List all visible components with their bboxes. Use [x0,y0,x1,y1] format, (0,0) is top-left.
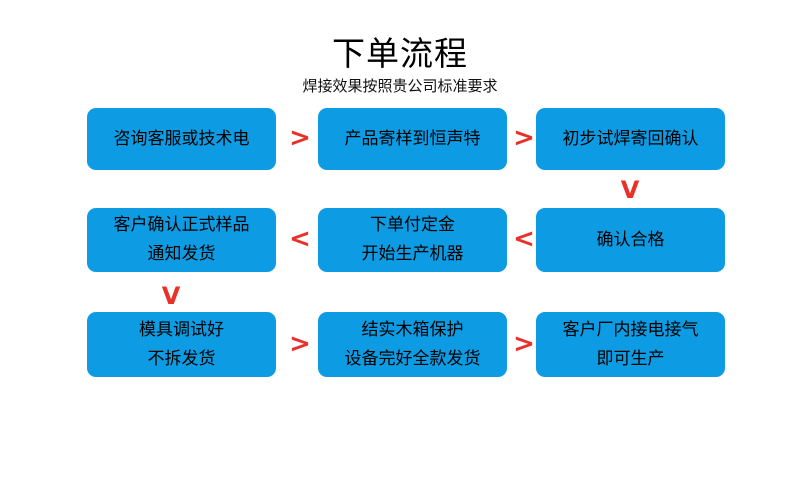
process-box-line: 客户确认正式样品 [113,215,250,235]
process-box-line: 模具调试好 [139,319,224,340]
process-box-send-sample[interactable]: 产品寄样到恒声特 [318,108,507,170]
process-box-line: 初步试焊寄回确认 [562,128,699,149]
process-box-line: 通知发货 [147,244,216,264]
process-box-order-deposit-production[interactable]: 下单付定金 开始生产机器 [318,208,507,272]
arrow-right-icon: > [513,329,535,359]
process-box-line: 客户厂内接电接气 [562,319,699,340]
page-subtitle: 焊接效果按照贵公司标准要求 [302,77,498,95]
process-box-line: 结实木箱保护 [361,319,464,340]
arrow-left-icon: < [513,224,535,254]
process-box-onsite-power-ready[interactable]: 客户厂内接电接气 即可生产 [536,312,725,377]
process-box-line: 确认合格 [596,229,665,250]
process-box-customer-confirm-sample[interactable]: 客户确认正式样品 通知发货 [87,208,276,272]
process-box-line: 设备完好全款发货 [344,348,481,369]
process-box-trial-weld-confirm[interactable]: 初步试焊寄回确认 [536,108,725,170]
process-box-consult-service[interactable]: 咨询客服或技术电 [87,108,276,170]
process-box-line: 即可生产 [596,348,665,369]
process-box-line: 咨询客服或技术电 [113,128,250,149]
arrow-right-icon: > [289,329,311,359]
arrow-down-icon: V [161,282,181,310]
arrow-right-icon: > [513,123,535,153]
page-title: 下单流程 [332,34,468,73]
arrow-down-icon: V [620,176,640,204]
arrow-right-icon: > [289,123,311,153]
process-box-line: 下单付定金 [370,215,455,235]
process-box-line: 开始生产机器 [361,244,464,264]
process-box-wooden-crate-shipping[interactable]: 结实木箱保护 设备完好全款发货 [318,312,507,377]
process-box-confirm-qualified[interactable]: 确认合格 [536,208,725,272]
process-box-line: 产品寄样到恒声特 [344,128,481,149]
arrow-left-icon: < [289,224,311,254]
process-box-mold-tested-ship-assembled[interactable]: 模具调试好 不拆发货 [87,312,276,377]
process-box-line: 不拆发货 [147,348,216,369]
